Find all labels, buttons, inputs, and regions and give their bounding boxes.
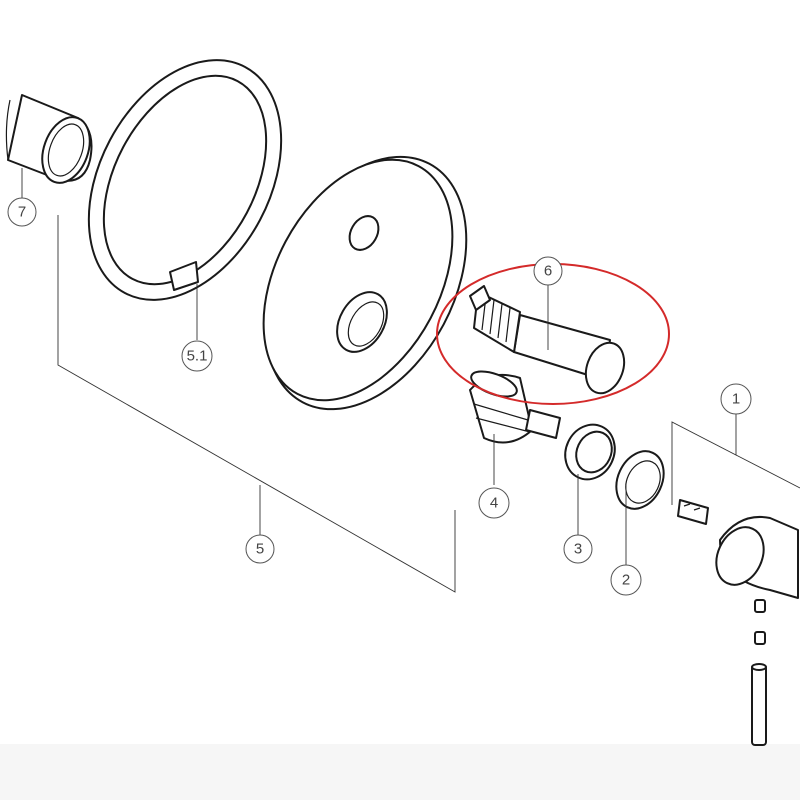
part-screws xyxy=(751,599,767,746)
callout-5-1: 5.1 xyxy=(181,340,213,372)
callout-3: 3 xyxy=(563,534,593,564)
callout-2: 2 xyxy=(610,564,642,596)
leader-lines xyxy=(21,168,800,593)
callout-2-label: 2 xyxy=(622,572,630,589)
part-1-handle xyxy=(715,516,799,599)
callout-4-label: 4 xyxy=(490,495,498,512)
callout-6-label: 6 xyxy=(544,263,552,280)
callout-6: 6 xyxy=(533,256,563,286)
callout-5-1-label: 5.1 xyxy=(187,348,208,365)
callout-5-label: 5 xyxy=(256,541,264,558)
part-3-nut xyxy=(564,423,616,481)
callout-4: 4 xyxy=(478,487,510,519)
part-6-cartridge xyxy=(469,285,626,395)
part-adapter xyxy=(677,499,709,525)
bottom-band xyxy=(0,744,800,800)
part-5-plate xyxy=(262,155,468,411)
callout-7-label: 7 xyxy=(18,204,26,221)
part-7-sleeve xyxy=(5,94,93,184)
callout-1-label: 1 xyxy=(732,391,740,408)
part-5-1-ring xyxy=(87,59,283,301)
callout-7: 7 xyxy=(7,197,37,227)
callout-3-label: 3 xyxy=(574,541,582,558)
callout-5: 5 xyxy=(245,534,275,564)
part-2-cover-ring xyxy=(615,450,665,510)
callout-1: 1 xyxy=(720,383,752,415)
